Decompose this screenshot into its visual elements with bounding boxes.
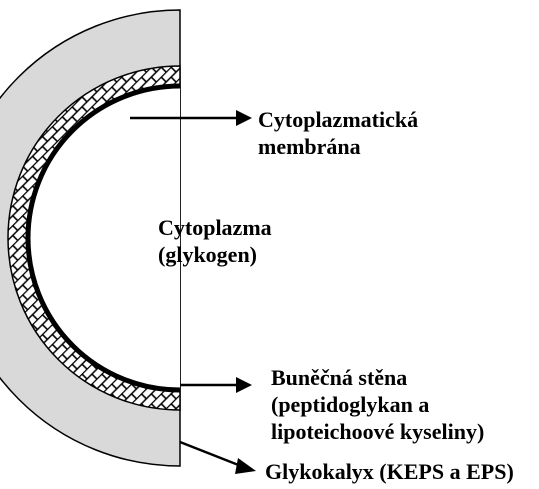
cytoplasm-label: Cytoplazma (glykogen) xyxy=(158,214,272,268)
membrane-label: Cytoplazmatická membrána xyxy=(258,106,418,160)
cell-wall-label-line1: Buněčná stěna xyxy=(271,364,484,391)
glycocalyx-label-line1: Glykokalyx (KEPS a EPS) xyxy=(265,458,514,485)
cytoplasm-label-line2: (glykogen) xyxy=(158,241,272,268)
cell-wall-label-line2: (peptidoglykan a xyxy=(271,391,484,418)
membrane-label-line1: Cytoplazmatická xyxy=(258,106,418,133)
membrane-label-line2: membrána xyxy=(258,133,418,160)
cell-wall-label: Buněčná stěna (peptidoglykan a lipoteich… xyxy=(271,364,484,445)
glycocalyx-label: Glykokalyx (KEPS a EPS) xyxy=(265,458,514,485)
cytoplasm-label-line1: Cytoplazma xyxy=(158,214,272,241)
cell-wall-label-line3: lipoteichoové kyseliny) xyxy=(271,418,484,445)
